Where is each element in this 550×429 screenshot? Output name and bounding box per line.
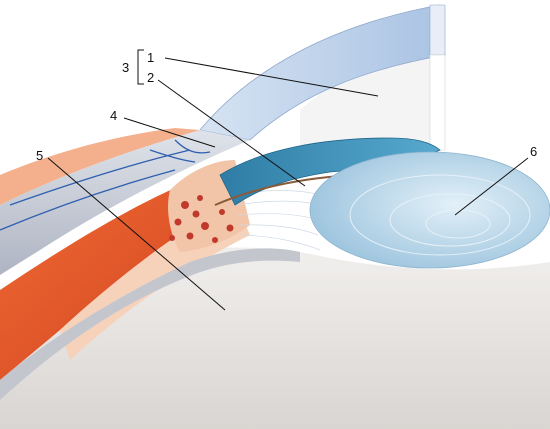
label-4: 4 (110, 108, 117, 123)
cell-clusters (169, 195, 234, 243)
anterior-chamber-wall (429, 54, 446, 151)
iris (219, 137, 441, 206)
leader-4 (123, 117, 216, 148)
label-3: 3 (122, 60, 129, 75)
label-2: 2 (147, 70, 154, 85)
label-1: 1 (147, 50, 154, 65)
leader-5 (47, 157, 226, 311)
leader-6 (454, 157, 529, 216)
leader-lines (47, 49, 529, 311)
lens-rings (349, 174, 531, 256)
cornea-cut-face (429, 4, 446, 56)
leader-2 (157, 79, 306, 187)
sclera (0, 130, 250, 275)
label-5: 5 (36, 148, 43, 163)
leader-1 (164, 57, 379, 97)
blood-vessels (0, 139, 211, 231)
label-6: 6 (530, 144, 537, 159)
iris-pigment-edge (214, 175, 341, 206)
bracket-3 (137, 49, 144, 85)
